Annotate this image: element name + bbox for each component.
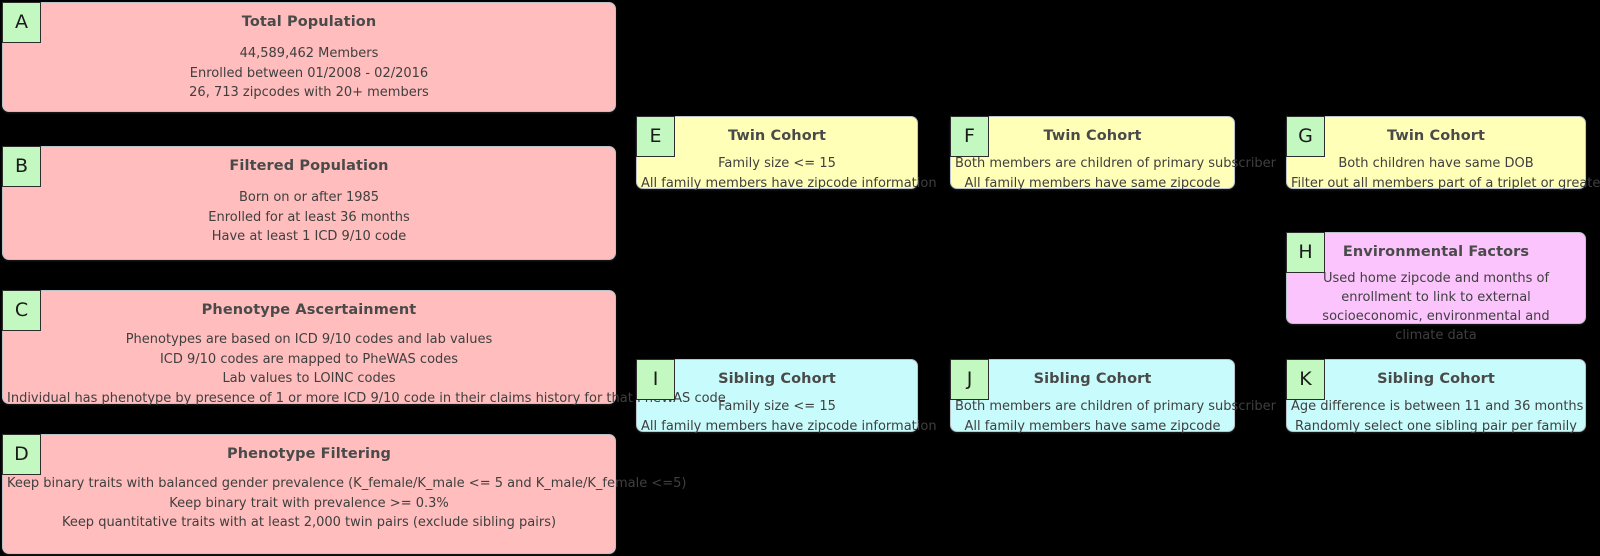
- panel-title-e: Twin Cohort: [727, 128, 827, 144]
- panel-line: Lab values to LOINC codes: [222, 371, 396, 387]
- panel-line: Both members are children of primary sub…: [955, 399, 1277, 415]
- panel-line: Phenotypes are based on ICD 9/10 codes a…: [125, 332, 493, 348]
- panel-line: Keep binary traits with balanced gender …: [7, 476, 687, 492]
- panel-tag-g: G: [1286, 116, 1325, 157]
- panel-tag-a: A: [2, 2, 41, 43]
- panel-total-population: A Total Population 44,589,462 Members En…: [2, 2, 616, 112]
- panel-line: ICD 9/10 codes are mapped to PheWAS code…: [159, 351, 459, 367]
- panel-title-k: Sibling Cohort: [1377, 371, 1495, 387]
- panel-body-k: Sibling Cohort Age difference is between…: [1287, 360, 1585, 434]
- panel-line: Family size <= 15: [718, 156, 836, 172]
- panel-title-h: Environmental Factors: [1342, 244, 1530, 260]
- panel-line: All family members have zipcode informat…: [641, 175, 937, 191]
- panel-title-d: Phenotype Filtering: [226, 446, 392, 462]
- panel-title-a: Total Population: [241, 14, 377, 30]
- panel-line: 26, 713 zipcodes with 20+ members: [189, 85, 429, 101]
- panel-lines-d: Keep binary traits with balanced gender …: [3, 474, 687, 533]
- panel-body-h: Environmental Factors Used home zipcode …: [1287, 233, 1585, 343]
- panel-body-j: Sibling Cohort Both members are children…: [951, 360, 1276, 434]
- panel-line: 44,589,462 Members: [239, 46, 379, 62]
- panel-body-i: Sibling Cohort Family size <= 15 All fam…: [637, 360, 937, 434]
- panel-lines-a: 44,589,462 Members Enrolled between 01/2…: [3, 44, 615, 103]
- panel-tag-k: K: [1286, 359, 1325, 400]
- panel-line: Enrolled for at least 36 months: [208, 209, 410, 225]
- panel-body-d: Phenotype Filtering Keep binary traits w…: [3, 435, 687, 553]
- panel-twin-cohort-f: F Twin Cohort Both members are children …: [950, 116, 1276, 191]
- panel-line: Individual has phenotype by presence of …: [7, 390, 726, 406]
- panel-lines-i: Family size <= 15 All family members hav…: [637, 397, 937, 436]
- panel-line: All family members have zipcode informat…: [641, 418, 937, 434]
- panel-tag-f: F: [950, 116, 989, 157]
- panel-lines-k: Age difference is between 11 and 36 mont…: [1287, 397, 1585, 436]
- panel-line: Have at least 1 ICD 9/10 code: [211, 229, 407, 245]
- panel-line: Both members are children of primary sub…: [955, 156, 1277, 172]
- panel-tag-e: E: [636, 116, 675, 157]
- panel-line: Randomly select one sibling pair per fam…: [1295, 418, 1577, 434]
- panel-phenotype-filtering: D Phenotype Filtering Keep binary traits…: [2, 434, 687, 554]
- panel-sibling-cohort-j: J Sibling Cohort Both members are childr…: [950, 359, 1276, 434]
- panel-lines-c: Phenotypes are based on ICD 9/10 codes a…: [3, 330, 726, 408]
- panel-title-f: Twin Cohort: [1043, 128, 1142, 144]
- panel-twin-cohort-e: E Twin Cohort Family size <= 15 All fami…: [636, 116, 937, 191]
- panel-sibling-cohort-k: K Sibling Cohort Age difference is betwe…: [1286, 359, 1586, 434]
- panel-tag-c: C: [2, 290, 41, 331]
- panel-lines-g: Both children have same DOB Filter out a…: [1287, 154, 1600, 193]
- panel-body-f: Twin Cohort Both members are children of…: [951, 117, 1276, 191]
- panel-filtered-population: B Filtered Population Born on or after 1…: [2, 146, 616, 260]
- panel-line: Both children have same DOB: [1338, 156, 1534, 172]
- panel-tag-i: I: [636, 359, 675, 400]
- panel-line: All family members have same zipcode: [964, 175, 1221, 191]
- panel-twin-cohort-g: G Twin Cohort Both children have same DO…: [1286, 116, 1600, 191]
- panel-lines-f: Both members are children of primary sub…: [951, 154, 1277, 193]
- panel-line: Used home zipcode and months of enrollme…: [1322, 271, 1550, 343]
- panel-body-a: Total Population 44,589,462 Members Enro…: [3, 3, 615, 111]
- panel-phenotype-ascertainment: C Phenotype Ascertainment Phenotypes are…: [2, 290, 726, 406]
- panel-title-c: Phenotype Ascertainment: [201, 302, 417, 318]
- panel-body-c: Phenotype Ascertainment Phenotypes are b…: [3, 291, 726, 406]
- panel-tag-b: B: [2, 146, 41, 187]
- panel-environmental-factors: H Environmental Factors Used home zipcod…: [1286, 232, 1586, 343]
- panel-lines-b: Born on or after 1985 Enrolled for at le…: [3, 188, 615, 247]
- panel-body-b: Filtered Population Born on or after 198…: [3, 147, 615, 259]
- panel-tag-h: H: [1286, 232, 1325, 273]
- panel-tag-j: J: [950, 359, 989, 400]
- panel-line: Born on or after 1985: [238, 190, 380, 206]
- panel-line: Filter out all members part of a triplet…: [1291, 175, 1600, 191]
- panel-body-e: Twin Cohort Family size <= 15 All family…: [637, 117, 937, 191]
- panel-lines-h: Used home zipcode and months of enrollme…: [1287, 270, 1585, 345]
- panel-line: Keep quantitative traits with at least 2…: [61, 515, 557, 531]
- panel-sibling-cohort-i: I Sibling Cohort Family size <= 15 All f…: [636, 359, 937, 434]
- panel-lines-j: Both members are children of primary sub…: [951, 397, 1277, 436]
- panel-tag-d: D: [2, 434, 41, 475]
- panel-title-j: Sibling Cohort: [1033, 371, 1152, 387]
- panel-line: Enrolled between 01/2008 - 02/2016: [189, 65, 429, 81]
- panel-title-g: Twin Cohort: [1386, 128, 1486, 144]
- panel-line: Family size <= 15: [718, 399, 836, 415]
- panel-line: Age difference is between 11 and 36 mont…: [1291, 399, 1584, 415]
- panel-title-b: Filtered Population: [229, 158, 389, 174]
- panel-title-i: Sibling Cohort: [718, 371, 836, 387]
- panel-lines-e: Family size <= 15 All family members hav…: [637, 154, 937, 193]
- panel-line: All family members have same zipcode: [964, 418, 1221, 434]
- panel-line: Keep binary trait with prevalence >= 0.3…: [169, 495, 449, 511]
- panel-body-g: Twin Cohort Both children have same DOB …: [1287, 117, 1600, 191]
